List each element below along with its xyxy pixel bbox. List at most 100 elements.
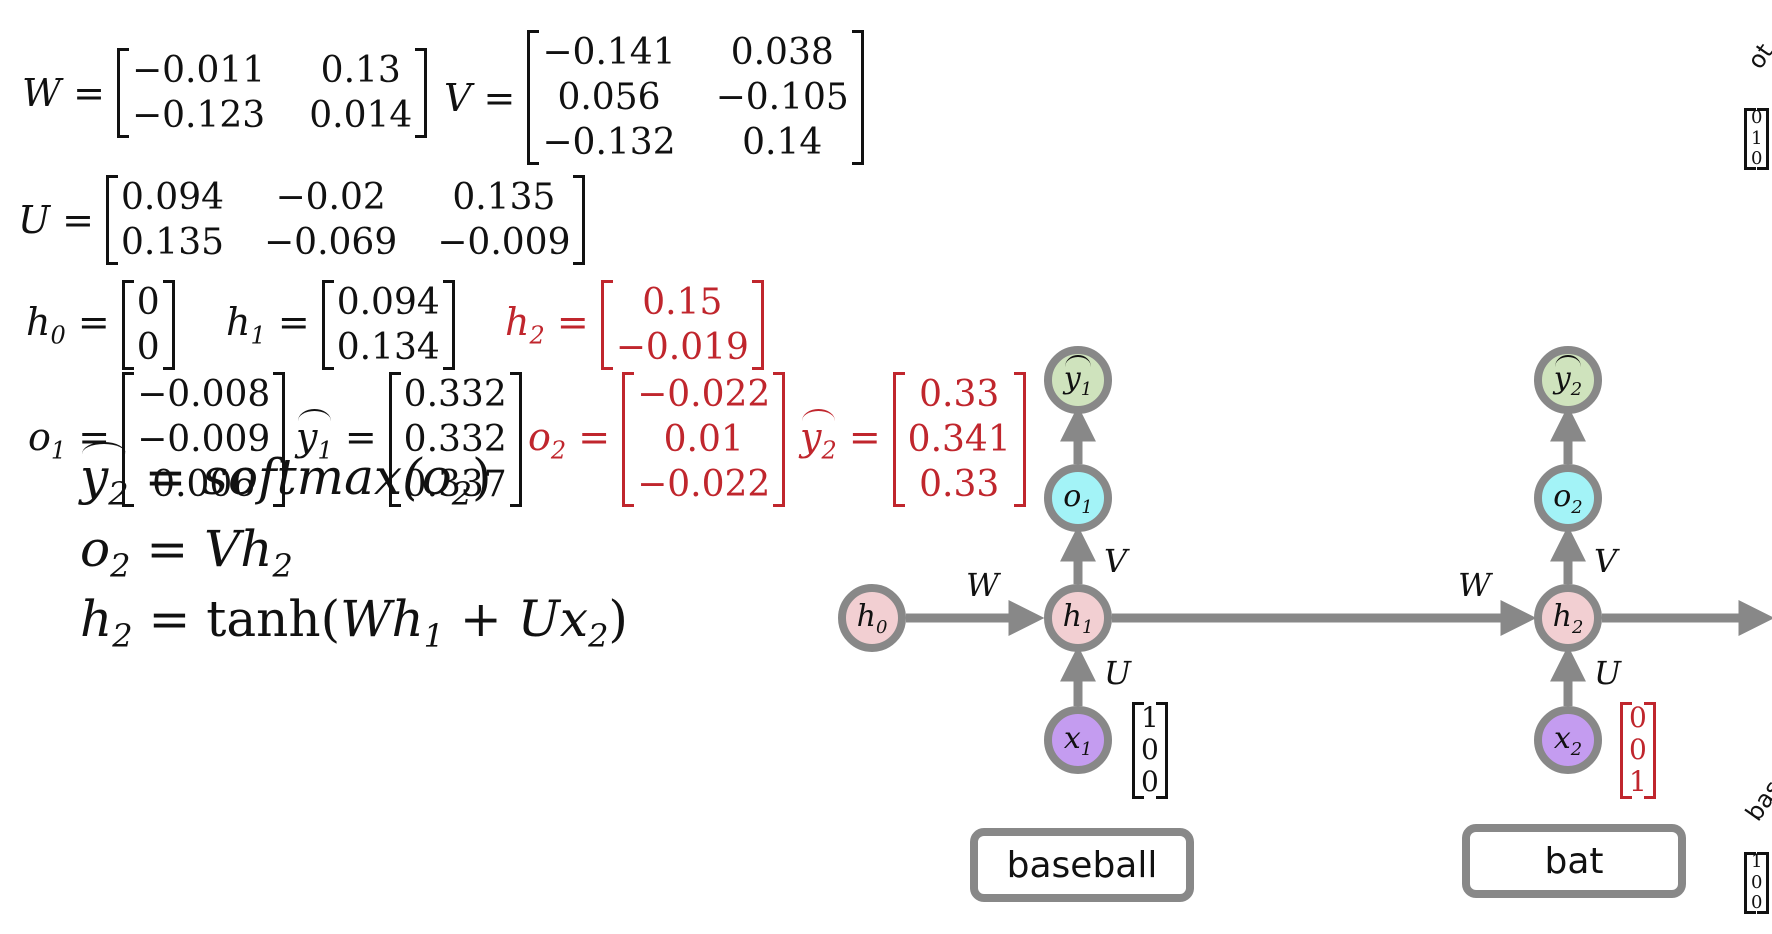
matrix-cell: 0 [1141,765,1159,799]
node-y1: y1 [1044,346,1112,414]
matrix-cell: 0 [1629,701,1647,734]
matrix-cell: 0.13 [320,50,401,91]
matrix-cell: −0.141 [542,32,676,73]
matrix-cell: −0.02 [275,177,386,218]
matrix-cell: 0 [1141,733,1159,767]
edge-label-v1: V [1104,542,1128,580]
node-h1: h1 [1044,584,1112,652]
edge-label-u1: U [1104,654,1131,692]
matrix-w-lhs: W = [22,71,105,115]
node-h2: h2 [1534,584,1602,652]
matrix-cell: 0.332 [403,374,507,415]
formula-output: o2 = Vh2 [80,520,293,585]
matrix-cell: 0.341 [907,419,1011,460]
matrix-cell: 0 [1751,871,1763,893]
matrix-cell: −0.009 [437,222,571,263]
edge-label-v2: V [1594,542,1618,580]
formula-softmax: y2 = softmax(o2) [80,442,492,513]
matrix-cell: −0.019 [615,327,749,368]
matrix-cell: −0.022 [637,464,771,505]
vector-h1-lhs: h1 = [226,300,310,350]
matrix-cell: 0.33 [919,374,1000,415]
matrix-cell: −0.123 [131,95,266,136]
vector-h2-matrix: 0.15−0.019 [600,280,764,370]
matrix-cell: 0 [1751,107,1763,128]
edge-label-w1: W [966,566,999,604]
matrix-cell: 0 [136,282,160,323]
matrix-cell: 0.135 [120,222,225,263]
matrix-cell: 0.01 [663,419,744,460]
matrix-cell: 0.014 [309,95,413,136]
matrix-cell: 0.094 [336,282,440,323]
matrix-cell: 0.135 [452,177,556,218]
matrix-cell: 0 [1629,733,1647,767]
matrix-cell: 0.006 [152,464,256,505]
formula-hidden: h2 = tanh(Wh1 + Ux2) [80,590,628,655]
vector-h2-lhs: h2 = [505,300,589,350]
matrix-w: W = −0.011 0.13 −0.123 0.014 [22,48,428,138]
matrix-v-lhs: V = [444,75,516,120]
matrix-cell: 0 [1751,148,1763,170]
matrix-cell: −0.132 [542,122,676,163]
matrix-u: U = 0.094 −0.02 0.135 0.135 −0.069 −0.009 [18,175,586,265]
matrix-cell: 0 [1751,892,1763,914]
vector-o2-lhs: o2 = [528,414,611,465]
matrix-cell: 1 [1141,701,1159,734]
word-box-baseball: baseball [970,828,1194,902]
matrix-cell: 0 [136,327,160,368]
matrix-cell: 0.15 [642,282,723,323]
matrix-cell: 0.337 [403,464,507,505]
matrix-cell: 0.14 [742,122,823,163]
node-o1: o1 [1044,464,1112,532]
word-box-bat: bat [1462,824,1686,898]
matrix-cell: 0.038 [730,32,834,73]
diagram-edges [906,405,1772,706]
node-x1: x1 [1044,706,1112,774]
matrix-cell: −0.105 [715,77,849,118]
vector-h2: h2 =0.15−0.019 [505,280,764,370]
node-h0: h0 [838,584,906,652]
matrix-cell: 0.134 [336,327,440,368]
matrix-v: V = −0.141 0.038 0.056 −0.105 −0.132 0.14 [444,30,864,165]
matrix-cell: 0.332 [403,419,507,460]
vector-h0-lhs: h0 = [26,300,110,350]
matrix-cell: 1 [1751,851,1763,872]
matrix-cell: −0.009 [137,419,271,460]
vector-y1-lhs: y1 = [296,408,377,465]
edge-label-u2: U [1594,654,1621,692]
matrix-cell: −0.069 [264,222,398,263]
matrix-u-lhs: U = [18,198,94,242]
matrix-cell: −0.011 [131,50,266,91]
matrix-cell: −0.022 [637,374,771,415]
matrix-cell: −0.008 [137,374,271,415]
matrix-w-matrix: −0.011 0.13 −0.123 0.014 [116,48,428,138]
matrix-cell: 0.056 [557,77,661,118]
matrix-cell: 1 [1629,765,1647,799]
matrix-cell: 1 [1751,127,1763,149]
matrix-v-matrix: −0.141 0.038 0.056 −0.105 −0.132 0.14 [527,30,864,165]
matrix-cell: 0.094 [120,177,225,218]
node-y2: y2 [1534,346,1602,414]
node-o2: o2 [1534,464,1602,532]
vector-y2-lhs: y2 = [800,408,881,465]
edge-label-w2: W [1458,566,1491,604]
